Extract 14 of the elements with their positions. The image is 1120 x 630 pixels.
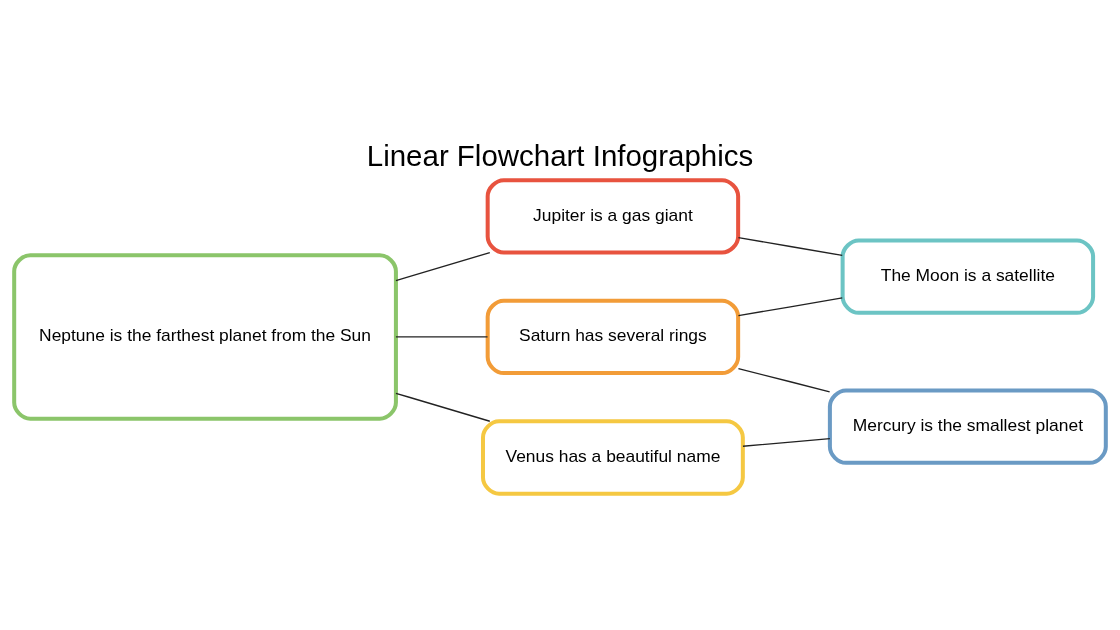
connector xyxy=(395,392,491,422)
diagram-title: Linear Flowchart Infographics xyxy=(366,138,754,172)
connector xyxy=(737,296,843,316)
node-box: Jupiter is a gas giant xyxy=(485,177,741,255)
node-box: Mercury is the smallest planet xyxy=(827,388,1108,465)
connector xyxy=(737,367,831,392)
connector xyxy=(395,335,489,338)
node-box: Saturn has several rings xyxy=(485,298,741,375)
node-box: The Moon is a satellite xyxy=(840,238,1096,315)
connector xyxy=(395,251,491,281)
connector xyxy=(742,437,831,447)
connector xyxy=(737,236,843,256)
node-box: Venus has a beautiful name xyxy=(480,418,745,496)
node-box: Neptune is the farthest planet from the Sun xyxy=(12,252,398,421)
